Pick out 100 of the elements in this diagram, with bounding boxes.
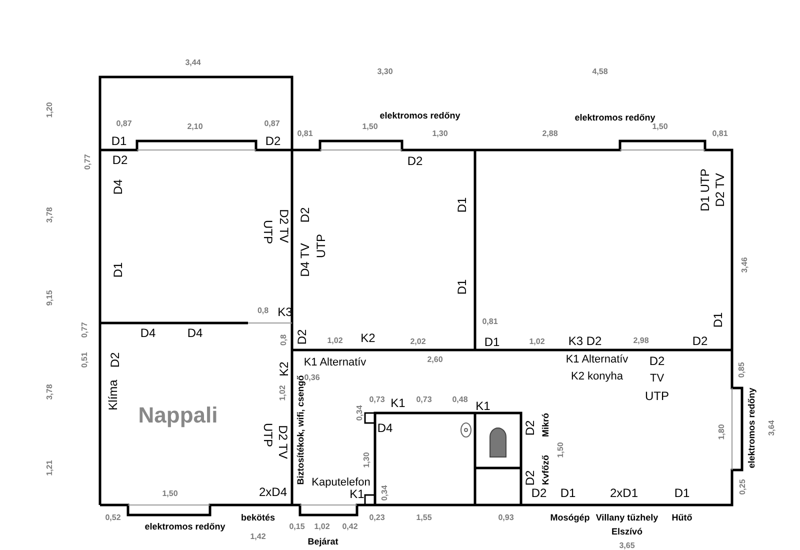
outlet-label: D1 bbox=[674, 487, 690, 499]
dimension-label: 0,34 bbox=[356, 405, 364, 421]
dimension-label: 0,93 bbox=[498, 514, 514, 522]
outlet-label: D2 bbox=[524, 420, 536, 436]
annotation-label: Mikró bbox=[542, 413, 550, 437]
dimension-label: 1,50 bbox=[652, 123, 668, 131]
outlet-label: K3 D2 bbox=[568, 335, 602, 347]
outlet-label: UTP bbox=[262, 220, 274, 244]
outlet-label: K1 Alternatív bbox=[304, 358, 366, 368]
outlet-label: D1 bbox=[560, 487, 576, 499]
annotation-label: elektromos redőny bbox=[574, 114, 656, 122]
dimension-label: 0,81 bbox=[712, 130, 728, 138]
dimension-label: 0,51 bbox=[81, 352, 89, 368]
dimension-label: 0,87 bbox=[116, 120, 132, 128]
outlet-label: UTP bbox=[262, 423, 274, 447]
annotation-label: elektromos redőny bbox=[144, 522, 226, 532]
dimension-label: 1,30 bbox=[363, 452, 371, 468]
annotation-label: elektromos redőny bbox=[380, 112, 460, 120]
outlet-label: D1 bbox=[712, 312, 724, 328]
dimension-label: 0,25 bbox=[739, 479, 747, 495]
annotation-label: bekötés bbox=[241, 514, 275, 522]
dimension-label: 1,80 bbox=[718, 424, 726, 440]
outlet-label: D2 bbox=[692, 335, 708, 347]
outlet-label: D4 bbox=[187, 327, 203, 339]
dimension-label: 0,8 bbox=[257, 307, 269, 315]
annotation-label: Hűtő bbox=[672, 514, 692, 522]
dimension-label: 2,02 bbox=[410, 338, 426, 346]
dimension-label: 0,42 bbox=[342, 523, 358, 531]
outlet-label: TV bbox=[650, 374, 664, 384]
dimension-label: 0,81 bbox=[297, 130, 313, 138]
annotation-label: Biztosítékok, wifi, csengő bbox=[296, 375, 306, 485]
dimension-label: 1,30 bbox=[432, 130, 448, 138]
annotation-label: Kvfőző bbox=[542, 455, 550, 485]
outlet-label: D1 bbox=[456, 197, 468, 213]
outlet-label: D2 TV bbox=[278, 209, 290, 243]
dimension-label: 3,65 bbox=[619, 542, 635, 550]
dimension-label: 3,44 bbox=[185, 59, 201, 67]
dimension-label: 0,81 bbox=[482, 318, 498, 326]
outlet-label: UTP bbox=[645, 390, 669, 402]
dimension-label: 0,85 bbox=[738, 362, 746, 378]
outlet-label: D2 bbox=[112, 154, 128, 166]
dimension-label: 2,98 bbox=[633, 337, 649, 345]
dimension-label: 1,02 bbox=[327, 337, 343, 345]
outlet-label: D2 TV bbox=[277, 425, 289, 459]
outlet-label: D2 bbox=[531, 487, 547, 499]
dimension-label: 1,20 bbox=[46, 102, 54, 118]
outlet-label: D4 bbox=[112, 179, 124, 195]
outlet-label: D4 bbox=[140, 327, 156, 339]
dimension-label: 0,8 bbox=[280, 334, 288, 346]
annotation-label: Mosógép bbox=[550, 514, 590, 522]
outlet-label: K2 bbox=[278, 362, 290, 376]
annotation-label: Elszívó bbox=[612, 528, 642, 536]
dimension-label: 0,73 bbox=[416, 396, 432, 404]
outlet-label: D1 bbox=[112, 262, 124, 278]
outlet-label: 2xD1 bbox=[610, 487, 638, 499]
dimension-label: 0,77 bbox=[81, 322, 89, 338]
dimension-label: 3,30 bbox=[377, 68, 393, 76]
outlet-label: D2 bbox=[649, 355, 665, 367]
dimension-label: 1,42 bbox=[250, 533, 266, 541]
dimension-label: 2,10 bbox=[187, 123, 203, 131]
outlet-label: UTP bbox=[315, 234, 327, 258]
outlet-label: K2 bbox=[360, 332, 376, 344]
dimension-label: 1,50 bbox=[362, 123, 378, 131]
dimension-label: 4,58 bbox=[592, 68, 608, 76]
outlet-label: D2 bbox=[524, 470, 536, 486]
dimension-label: 3,64 bbox=[768, 420, 776, 436]
outlet-label: D1 UTP bbox=[699, 168, 711, 212]
dimension-label: 3,46 bbox=[741, 257, 749, 273]
dimension-label: 1,50 bbox=[557, 442, 565, 458]
dimension-label: 9,15 bbox=[46, 290, 54, 306]
annotation-label: elektromos redőny bbox=[748, 388, 756, 468]
annotation-label: Villany tűzhely bbox=[596, 514, 658, 522]
dimension-label: 1,02 bbox=[529, 338, 545, 346]
outlet-label: K2 konyha bbox=[571, 372, 623, 382]
outlet-label: D2 TV bbox=[714, 173, 726, 207]
dimension-label: 1,55 bbox=[416, 514, 432, 522]
dimension-label: 0,48 bbox=[452, 396, 468, 404]
outlet-label: Kaputelefon bbox=[312, 478, 370, 488]
outlet-label: K1 bbox=[476, 400, 490, 412]
annotation-label: Bejárat bbox=[308, 538, 338, 546]
dimension-label: 3,78 bbox=[46, 384, 54, 400]
outlet-label: K1 bbox=[350, 488, 364, 500]
outlet-label: D1 bbox=[484, 336, 500, 348]
outlet-label: D2 bbox=[296, 329, 308, 345]
outlet-label: Klíma bbox=[107, 380, 119, 410]
outlet-label: K1 Alternatív bbox=[566, 354, 628, 366]
outlet-label: D4 TV bbox=[299, 243, 311, 277]
outlet-label: D2 bbox=[109, 352, 121, 368]
outlet-label: D1 bbox=[456, 279, 468, 295]
dimension-label: 0,23 bbox=[369, 514, 385, 522]
outlet-label: 2xD4 bbox=[259, 486, 287, 498]
dimension-label: 2,88 bbox=[542, 130, 558, 138]
outlet-label: D1 bbox=[111, 135, 127, 147]
outlet-label: D2 bbox=[265, 135, 281, 147]
dimension-label: 0,73 bbox=[369, 396, 385, 404]
dimension-label: 1,02 bbox=[279, 385, 287, 401]
room-name: Nappali bbox=[138, 398, 218, 432]
dimension-label: 0,87 bbox=[264, 120, 280, 128]
outlet-label: D4 bbox=[377, 422, 393, 434]
dimension-label: 0,77 bbox=[84, 154, 92, 170]
